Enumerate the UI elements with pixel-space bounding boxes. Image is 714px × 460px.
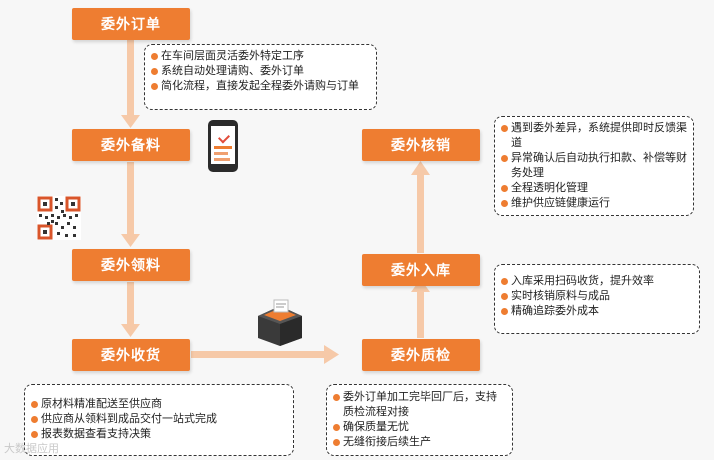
note-inspect-item: 确保质量无忧 [333, 419, 506, 434]
arrow-order-to-prepare [127, 40, 134, 117]
arrow-receive-to-inspect [191, 351, 326, 358]
note-order-item: 在车间层面灵活委外特定工序 [151, 48, 370, 63]
note-receive-item: 供应商从领料到成品交付一站式完成 [31, 411, 287, 426]
arrow-pick-to-receive [127, 282, 134, 326]
step-pick: 委外领料 [72, 249, 190, 281]
note-order-item: 系统自动处理请购、委外订单 [151, 63, 370, 78]
arrowhead-prepare-to-pick [121, 234, 140, 247]
note-stock-in-item: 精确追踪委外成本 [501, 303, 693, 318]
watermark: 大数据应用 [4, 442, 59, 455]
note-inspect-item: 无缝衔接后续生产 [333, 434, 506, 449]
arrowhead-pick-to-receive [121, 324, 140, 337]
note-receive-item: 原材料精准配送至供应商 [31, 396, 287, 411]
phone-checklist-icon [208, 120, 238, 172]
note-verify-item: 异常确认后自动执行扣款、补偿等财务处理 [501, 150, 687, 180]
note-verify-item: 全程透明化管理 [501, 180, 687, 195]
note-stock-in: 入库采用扫码收货，提升效率 实时核销原料与成品 精确追踪委外成本 [494, 264, 700, 334]
note-stock-in-item: 入库采用扫码收货，提升效率 [501, 273, 693, 288]
qr-code-icon [37, 196, 81, 240]
step-inspect: 委外质检 [362, 339, 480, 371]
arrowhead-order-to-prepare [121, 115, 140, 128]
arrowhead-stockin-to-verify [411, 161, 430, 175]
step-receive: 委外收货 [72, 339, 190, 371]
arrow-prepare-to-pick [127, 162, 134, 236]
step-stock-in: 委外入库 [362, 254, 480, 286]
arrowhead-receive-to-inspect [324, 345, 339, 364]
arrow-stockin-to-verify [417, 173, 424, 253]
note-receive: 原材料精准配送至供应商 供应商从领料到成品交付一站式完成 报表数据查看支持决策 [24, 384, 294, 456]
note-verify-item: 遇到委外差异，系统提供即时反馈渠道 [501, 120, 687, 150]
note-receive-item: 报表数据查看支持决策 [31, 426, 287, 441]
note-inspect-item: 委外订单加工完毕回厂后，支持质检流程对接 [333, 389, 506, 419]
note-inspect: 委外订单加工完毕回厂后，支持质检流程对接 确保质量无忧 无缝衔接后续生产 [326, 384, 513, 456]
step-verify: 委外核销 [362, 129, 480, 161]
label-printer-icon [258, 299, 302, 346]
note-verify: 遇到委外差异，系统提供即时反馈渠道 异常确认后自动执行扣款、补偿等财务处理 全程… [494, 116, 694, 216]
step-prepare: 委外备料 [72, 129, 190, 161]
note-verify-item: 维护供应链健康运行 [501, 195, 687, 210]
step-order: 委外订单 [72, 8, 190, 40]
note-order: 在车间层面灵活委外特定工序 系统自动处理请购、委外订单 简化流程，直接发起全程委… [144, 44, 377, 110]
arrow-inspect-to-stockin [417, 290, 424, 338]
note-stock-in-item: 实时核销原料与成品 [501, 288, 693, 303]
note-order-item: 简化流程，直接发起全程委外请购与订单 [151, 78, 370, 93]
